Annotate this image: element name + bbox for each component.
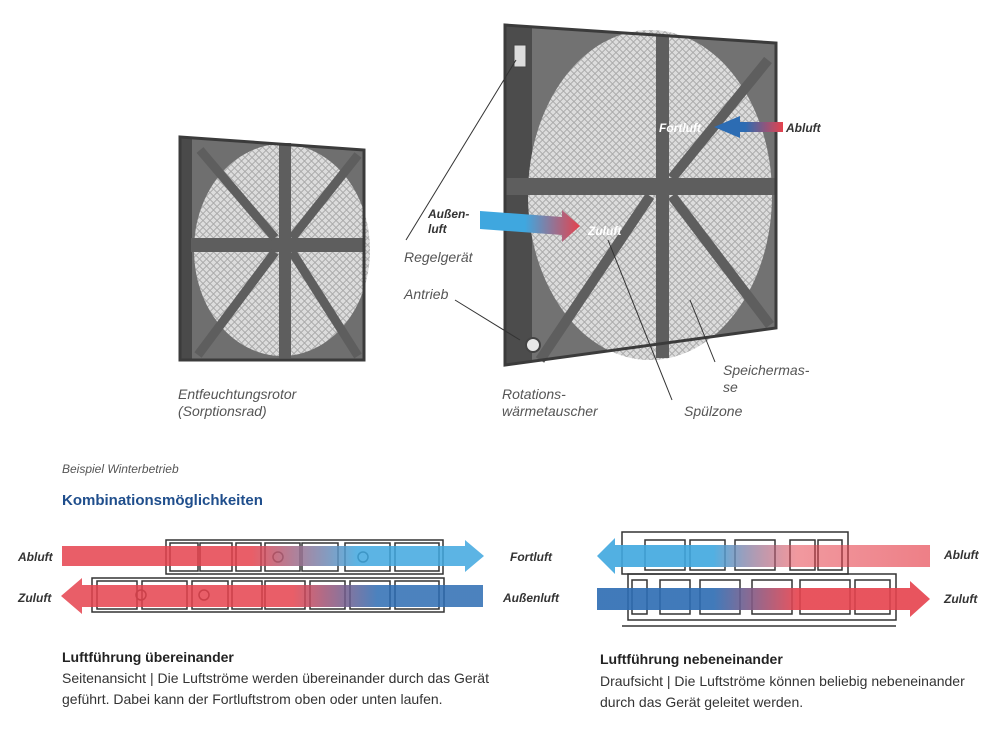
sorption-rotor-caption: Entfeuchtungsrotor (Sorptionsrad) bbox=[178, 386, 296, 420]
aussenluft-label: Außen- luft bbox=[428, 207, 469, 237]
heat-exchanger-caption-line-2: wärmetauscher bbox=[502, 403, 598, 419]
side-by-side-description: Draufsicht | Die Luftströme können belie… bbox=[600, 671, 965, 713]
aussenluft-label-line-2: luft bbox=[428, 222, 447, 236]
speichermasse-label: Speichermas- se bbox=[723, 362, 809, 396]
stacked-title: Luftführung übereinander bbox=[62, 649, 234, 665]
left-abluft-label: Abluft bbox=[18, 550, 53, 564]
sorption-rotor-caption-line-1: Entfeuchtungsrotor bbox=[178, 386, 297, 402]
side-by-side-title: Luftführung nebeneinander bbox=[600, 651, 783, 667]
stacked-airflow-diagram bbox=[61, 539, 484, 614]
stacked-description-line-2: geführt. Dabei kann der Fortluftstrom ob… bbox=[62, 691, 443, 707]
fortluft-label: Fortluft bbox=[659, 121, 701, 135]
regelgeraet-label: Regelgerät bbox=[404, 249, 473, 265]
antrieb-label: Antrieb bbox=[404, 286, 449, 302]
left-zuluft-label: Zuluft bbox=[18, 591, 52, 605]
aussenluft-zuluft-arrow bbox=[480, 210, 580, 242]
leader-lines bbox=[405, 59, 716, 401]
side-by-side-airflow-diagram bbox=[597, 531, 930, 627]
abluft-label: Abluft bbox=[786, 121, 821, 135]
sorption-rotor-illustration bbox=[178, 135, 370, 362]
stacked-description-line-1: Seitenansicht | Die Luftströme werden üb… bbox=[62, 670, 489, 686]
example-note: Beispiel Winterbetrieb bbox=[62, 462, 179, 476]
sorption-rotor-caption-line-2: (Sorptionsrad) bbox=[178, 403, 267, 419]
spuelzone-label: Spülzone bbox=[684, 403, 743, 419]
left-fortluft-label: Fortluft bbox=[510, 550, 552, 564]
abluft-fortluft-arrow bbox=[714, 116, 783, 138]
stacked-description: Seitenansicht | Die Luftströme werden üb… bbox=[62, 668, 489, 710]
side-by-side-description-line-1: Draufsicht | Die Luftströme können belie… bbox=[600, 673, 965, 689]
aussenluft-label-line-1: Außen- bbox=[428, 207, 470, 221]
side-by-side-description-line-2: durch das Gerät geleitet werden. bbox=[600, 694, 804, 710]
right-abluft-label: Abluft bbox=[944, 548, 979, 562]
zuluft-label: Zuluft bbox=[588, 224, 622, 238]
rotary-heat-exchanger-illustration bbox=[503, 23, 778, 367]
heat-exchanger-caption: Rotations- wärmetauscher bbox=[502, 386, 598, 420]
right-zuluft-label: Zuluft bbox=[944, 592, 978, 606]
speichermasse-label-line-1: Speichermas- bbox=[723, 362, 810, 378]
left-aussenluft-label: Außenluft bbox=[503, 591, 559, 605]
speichermasse-label-line-2: se bbox=[723, 379, 738, 395]
heat-exchanger-caption-line-1: Rotations- bbox=[502, 386, 566, 402]
section-title: Kombinationsmöglichkeiten bbox=[62, 492, 263, 509]
